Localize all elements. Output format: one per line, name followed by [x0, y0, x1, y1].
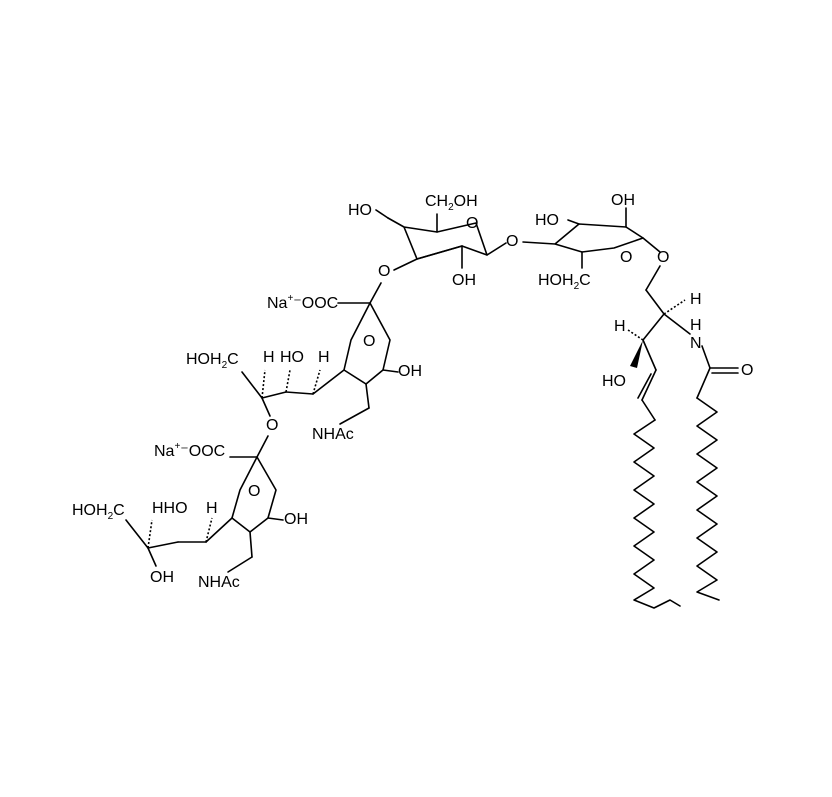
label-ho-ceramide: HO [602, 373, 626, 390]
label-ring1-oxygen: O [466, 215, 478, 232]
label-ho-sia1: HO [280, 349, 304, 366]
label-hoh2c-ring2: HOH2C [538, 272, 591, 292]
label-n-ceramide: N [690, 335, 702, 352]
label-oh-sia2-bottom: OH [150, 569, 174, 586]
label-glycosidic-oxygen-cer: O [657, 249, 669, 266]
label-h-sia1-a: H [263, 349, 275, 366]
galactose-ring [375, 209, 507, 271]
sialic-acid-2-stereo [147, 517, 213, 549]
ceramide-stereo [627, 299, 686, 368]
label-na-carboxylate-2: Na+⁻OOC [154, 441, 225, 460]
label-sia2-ring-oxygen: O [248, 483, 260, 500]
label-nhac-sia1: NHAc [312, 426, 354, 443]
label-nhac-sia2: NHAc [198, 574, 240, 591]
label-hoh2c-sia1: HOH2C [186, 351, 239, 371]
label-hoh2c-sia2: HOH2C [72, 502, 125, 522]
label-glycosidic-oxygen-sia2: O [266, 417, 278, 434]
label-ho-top: HO [348, 202, 372, 219]
sialic-acid-2-ring [125, 456, 284, 573]
fatty-acid-chain [696, 397, 720, 601]
sialic-acid-1-stereo [261, 369, 321, 399]
label-oh-sia1: OH [398, 363, 422, 380]
sialic-acid-1-ring [241, 302, 399, 425]
label-h-ceramide-top: H [690, 291, 702, 308]
label-sia1-ring-oxygen: O [363, 333, 375, 350]
label-ho-ring2: HO [535, 212, 559, 229]
glucose-ring [522, 207, 661, 269]
label-h-ceramide-left: H [614, 318, 626, 335]
label-h-sia1-b: H [318, 349, 330, 366]
sphingosine-chain [633, 419, 681, 609]
label-oh-ring2-top: OH [611, 192, 635, 209]
label-h-sia2: H [206, 500, 218, 517]
ceramide-backbone [637, 265, 739, 421]
label-oh-ring1-bottom: OH [452, 272, 476, 289]
label-oh-sia2: OH [284, 511, 308, 528]
label-ring2-oxygen: O [620, 249, 632, 266]
label-ch2oh-top: CH2OH [425, 193, 478, 213]
label-hho-sia2: HHO [152, 500, 188, 517]
label-nh-ceramide: H [690, 317, 702, 334]
label-glycosidic-oxygen-sia1: O [378, 263, 390, 280]
label-amide-oxygen: O [741, 362, 753, 379]
label-glycosidic-oxygen-1-2: O [506, 233, 518, 250]
label-na-carboxylate-1: Na+⁻OOC [267, 293, 338, 312]
